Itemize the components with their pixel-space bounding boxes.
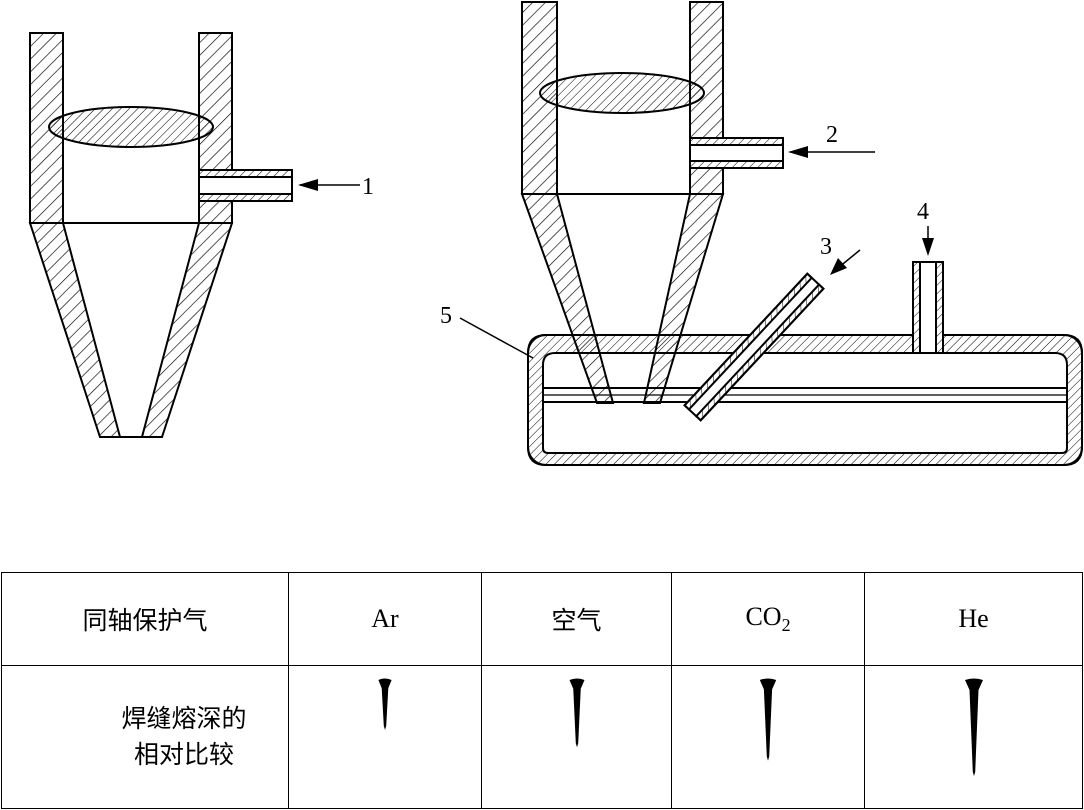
gas-label-he: He [958, 604, 989, 633]
penetration-shape-air [569, 678, 584, 748]
penetration-shape-co2 [759, 678, 777, 761]
gas-cell-air: 空气 [481, 572, 672, 666]
gas-label-air: 空气 [551, 606, 602, 635]
nozzle-diagram: 1 2 3 [28, 1, 1083, 466]
gas-header-row: 同轴保护气 Ar 空气 CO2 He [1, 572, 1083, 666]
callout-5: 5 [440, 303, 534, 359]
penetration-needle [759, 678, 777, 761]
svg-text:5: 5 [440, 303, 452, 329]
penetration-label-line2: 相对比较 [133, 740, 234, 769]
gas-label-ar: Ar [371, 604, 399, 633]
penetration-needle [378, 678, 392, 730]
penetration-needle [569, 678, 584, 748]
gas-cell-he: He [864, 572, 1083, 666]
callout-4: 4 [917, 199, 934, 256]
shielding-gas-comparison-table: 同轴保护气 Ar 空气 CO2 He 焊缝熔深的 相对比较 [1, 572, 1083, 809]
left-cone-left-wall [28, 222, 122, 438]
penetration-shape-he [964, 678, 983, 776]
right-focusing-lens [539, 72, 705, 114]
penetration-shape-ar [378, 678, 392, 730]
penetration-needle [964, 678, 983, 776]
right-cone-left-wall [520, 193, 615, 404]
gas-cell-ar: Ar [288, 572, 482, 666]
svg-text:3: 3 [820, 234, 832, 260]
gas-label-co2: CO2 [745, 601, 791, 636]
penetration-row: 焊缝熔深的 相对比较 [1, 665, 1083, 809]
callout-2: 2 [788, 122, 875, 158]
gas-cell-co2: CO2 [671, 572, 865, 666]
header-label-cell: 同轴保护气 [1, 572, 289, 666]
callout-1: 1 [298, 174, 374, 200]
left-focusing-lens [48, 106, 214, 148]
left-nozzle [28, 32, 293, 438]
right-nozzle [520, 1, 1083, 466]
svg-text:1: 1 [362, 174, 374, 200]
coaxial-gas-label: 同轴保护气 [82, 606, 208, 635]
right-cone-right-wall [642, 193, 725, 404]
callout-3: 3 [820, 234, 861, 275]
left-cone-right-wall [140, 222, 234, 438]
svg-text:4: 4 [917, 199, 929, 225]
penetration-label-line1: 焊缝熔深的 [121, 704, 247, 733]
svg-text:2: 2 [826, 122, 838, 148]
penetration-label-cell: 焊缝熔深的 相对比较 [1, 665, 289, 809]
